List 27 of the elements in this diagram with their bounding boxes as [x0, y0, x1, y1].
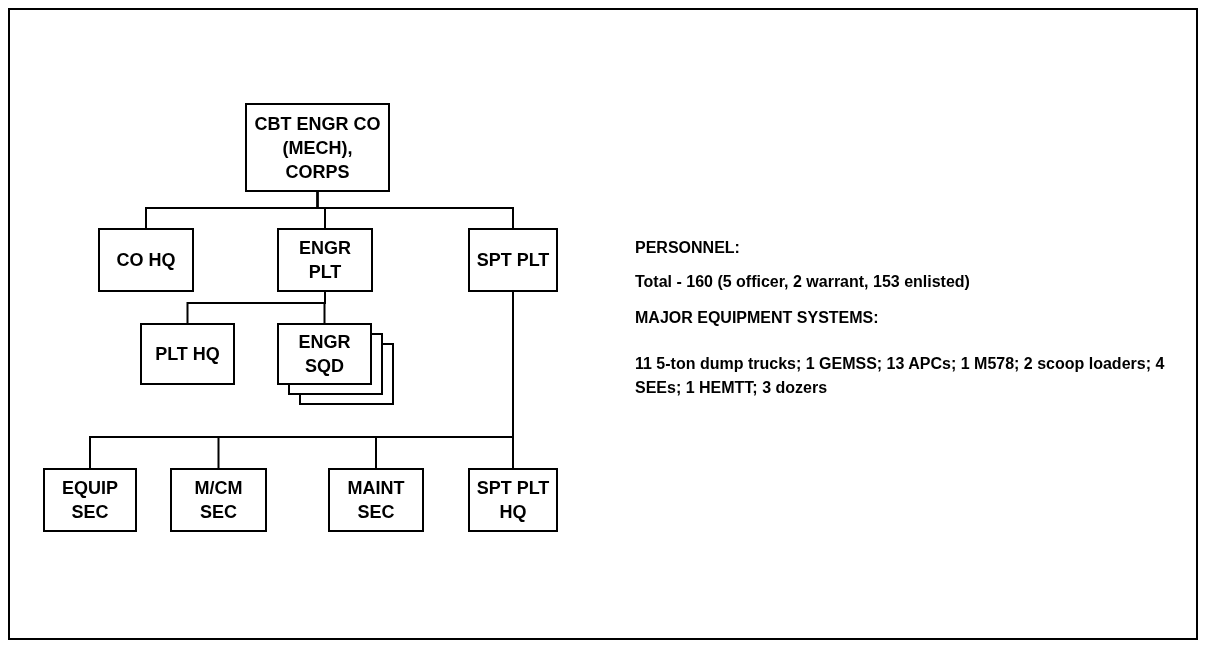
unit-name: ENGR SQD [297, 331, 352, 378]
info-text: Total - 160 (5 officer, 2 warrant, 153 enlisted) [635, 272, 971, 292]
unit-name: CBT ENGR CO (MECH), CORPS [253, 112, 382, 184]
connector-line [316, 191, 514, 229]
org-box [468, 468, 558, 532]
org-box [170, 468, 267, 532]
org-box [43, 468, 137, 532]
unit-name: ENGR PLT [298, 237, 352, 284]
unit-name: MAINT SEC [346, 477, 406, 524]
org-box [245, 103, 390, 192]
org-box [468, 228, 558, 292]
org-box [277, 228, 373, 292]
org-box [328, 468, 424, 532]
unit-name: M/CM SEC [193, 477, 244, 524]
connector-line [512, 291, 514, 469]
unit-name: EQUIP SEC [61, 477, 119, 524]
info-text: MAJOR EQUIPMENT SYSTEMS: [635, 308, 880, 328]
org-box [98, 228, 194, 292]
unit-name: SPT PLT HQ [475, 477, 551, 524]
unit-name: PLT HQ [155, 343, 220, 366]
org-box [140, 323, 235, 385]
org-box [277, 323, 372, 385]
unit-name: CO HQ [116, 249, 176, 272]
info-text: PERSONNEL: [635, 238, 741, 258]
info-text: 11 5-ton dump trucks; 1 GEMSS; 13 APCs; 1 M578; 2 scoop loaders; 4 SEEs; 1 HEMTT; 3 dozers [635, 354, 1166, 398]
unit-name: SPT PLT [476, 249, 550, 272]
connector-line [323, 291, 326, 324]
